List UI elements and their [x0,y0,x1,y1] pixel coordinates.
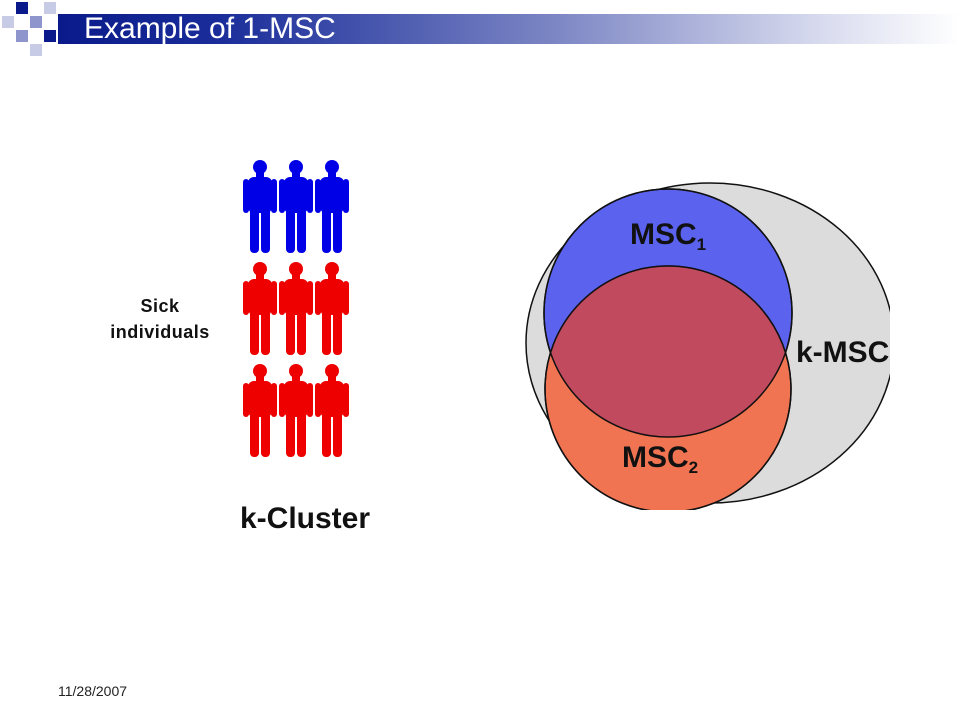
venn-diagram [525,182,890,510]
msc2-label: MSC2 [622,441,698,478]
msc2-label-text: MSC [622,441,689,474]
person-icon [279,364,313,457]
k-msc-label: k-MSC [796,336,890,369]
slide-date: 11/28/2007 [58,683,128,699]
person-icon [315,160,349,253]
overlap-region [545,266,791,437]
sick-label-line-1: Sick [140,296,180,316]
people-grid [243,160,349,457]
person-icon [279,160,313,253]
sick-individuals-label: Sick individuals [70,293,250,345]
slide-title: Example of 1-MSC [84,12,336,45]
msc1-label: MSC1 [630,218,706,255]
person-icon [279,262,313,355]
sick-label-line-2: individuals [110,322,210,342]
msc2-label-subscript: 2 [688,458,699,477]
person-icon [243,160,277,253]
msc1-label-subscript: 1 [696,235,707,254]
title-bar [58,14,960,44]
person-icon [315,262,349,355]
person-icon [243,364,277,457]
person-icon [315,364,349,457]
corner-decoration [2,2,56,56]
msc1-label-text: MSC [630,218,697,251]
k-cluster-label: k-Cluster [240,502,371,535]
